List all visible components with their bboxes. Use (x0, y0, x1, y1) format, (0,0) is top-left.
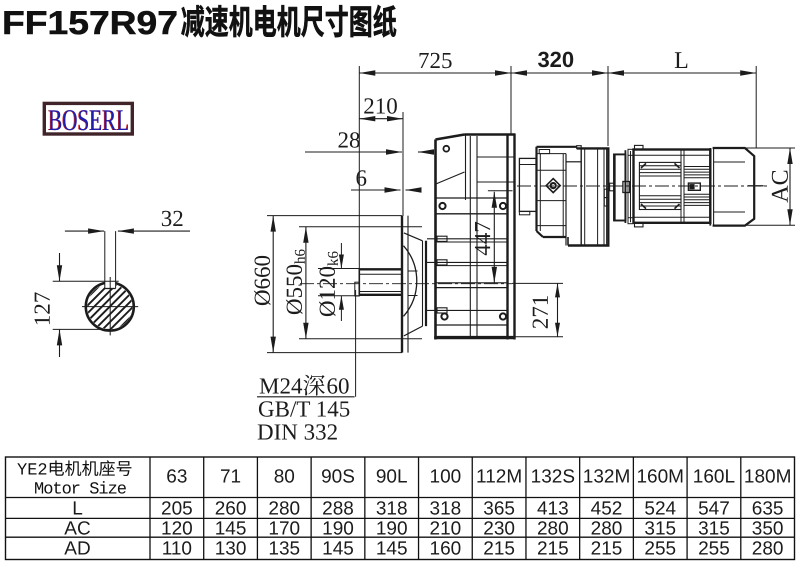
svg-text:635: 635 (752, 499, 784, 520)
svg-text:170: 170 (268, 519, 300, 540)
svg-text:135: 135 (268, 539, 300, 560)
svg-text:AD: AD (64, 539, 90, 560)
svg-text:413: 413 (537, 499, 569, 520)
svg-text:L: L (674, 48, 689, 74)
svg-text:BOSERL: BOSERL (48, 104, 129, 137)
svg-text:318: 318 (376, 499, 408, 520)
svg-text:215: 215 (483, 539, 515, 560)
svg-text:28: 28 (338, 128, 361, 153)
svg-text:Motor Size: Motor Size (34, 481, 127, 500)
svg-text:160L: 160L (693, 467, 735, 488)
svg-text:280: 280 (537, 519, 569, 540)
svg-text:280: 280 (591, 519, 623, 540)
svg-text:280: 280 (752, 539, 784, 560)
svg-text:315: 315 (698, 519, 730, 540)
svg-text:210: 210 (430, 519, 462, 540)
svg-text:132S: 132S (531, 467, 575, 488)
svg-text:260: 260 (215, 499, 247, 520)
svg-text:547: 547 (698, 499, 730, 520)
svg-text:215: 215 (537, 539, 569, 560)
svg-text:132M: 132M (583, 467, 631, 488)
svg-text:315: 315 (644, 519, 676, 540)
svg-text:60: 60 (327, 374, 350, 399)
svg-text:255: 255 (644, 539, 676, 560)
svg-text:145: 145 (215, 519, 247, 540)
svg-text:DIN 332: DIN 332 (257, 420, 338, 445)
svg-text:255: 255 (698, 539, 730, 560)
svg-text:90S: 90S (321, 467, 355, 488)
svg-text:320: 320 (537, 47, 574, 72)
svg-text:288: 288 (322, 499, 354, 520)
svg-text:80: 80 (274, 467, 295, 488)
svg-text:100: 100 (430, 467, 462, 488)
svg-text:160M: 160M (636, 467, 684, 488)
svg-text:160: 160 (430, 539, 462, 560)
svg-text:112M: 112M (476, 467, 522, 488)
svg-text:6: 6 (356, 166, 368, 191)
svg-text:205: 205 (161, 499, 193, 520)
svg-text:230: 230 (483, 519, 515, 540)
svg-text:32: 32 (161, 206, 184, 231)
svg-text:180M: 180M (744, 467, 792, 488)
svg-text:215: 215 (591, 539, 623, 560)
svg-text:350: 350 (752, 519, 784, 540)
svg-text:524: 524 (644, 499, 676, 520)
svg-text:YE2: YE2 (17, 462, 48, 481)
svg-text:145: 145 (322, 539, 354, 560)
svg-text:90L: 90L (376, 467, 408, 488)
svg-text:71: 71 (220, 467, 241, 488)
svg-text:280: 280 (268, 499, 300, 520)
svg-text:210: 210 (363, 94, 398, 119)
svg-text:AC: AC (64, 519, 90, 540)
svg-text:120: 120 (161, 519, 193, 540)
svg-text:110: 110 (162, 539, 192, 560)
svg-text:145: 145 (376, 539, 408, 560)
svg-text:M24: M24 (259, 374, 303, 399)
svg-text:63: 63 (166, 467, 187, 488)
svg-text:130: 130 (215, 539, 247, 560)
svg-text:452: 452 (591, 499, 623, 520)
svg-text:190: 190 (322, 519, 354, 540)
svg-text:190: 190 (376, 519, 408, 540)
svg-text:365: 365 (483, 499, 515, 520)
svg-text:FF157R97: FF157R97 (2, 4, 178, 41)
svg-text:725: 725 (418, 48, 453, 73)
svg-text:318: 318 (430, 499, 462, 520)
svg-text:L: L (72, 499, 83, 520)
svg-text:BOSERL: BOSERL (48, 104, 129, 137)
svg-text:GB/T 145: GB/T 145 (258, 397, 350, 422)
